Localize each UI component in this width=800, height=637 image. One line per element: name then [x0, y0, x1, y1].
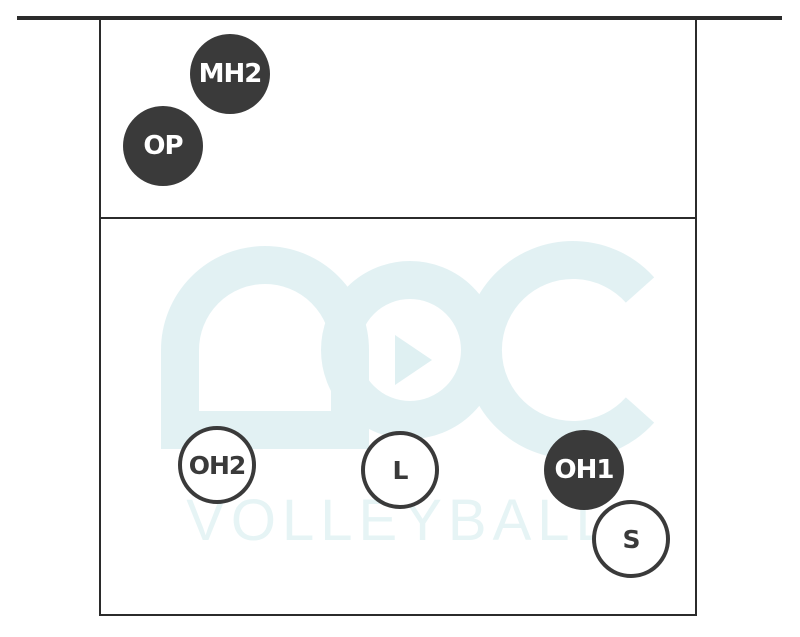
player-label: MH2	[198, 59, 263, 89]
attack-line	[100, 217, 697, 219]
player-oh1[interactable]: OH1	[544, 430, 624, 510]
player-label: OH1	[554, 455, 615, 485]
player-l[interactable]: L	[361, 431, 439, 509]
player-label: S	[622, 524, 640, 554]
player-s[interactable]: S	[592, 500, 670, 578]
player-label: L	[392, 455, 409, 485]
player-mh2[interactable]: MH2	[190, 34, 270, 114]
player-label: OH2	[188, 450, 247, 480]
player-op[interactable]: OP	[123, 106, 203, 186]
court	[99, 18, 697, 616]
net-line	[17, 16, 782, 20]
player-oh2[interactable]: OH2	[178, 426, 256, 504]
player-label: OP	[143, 131, 183, 161]
